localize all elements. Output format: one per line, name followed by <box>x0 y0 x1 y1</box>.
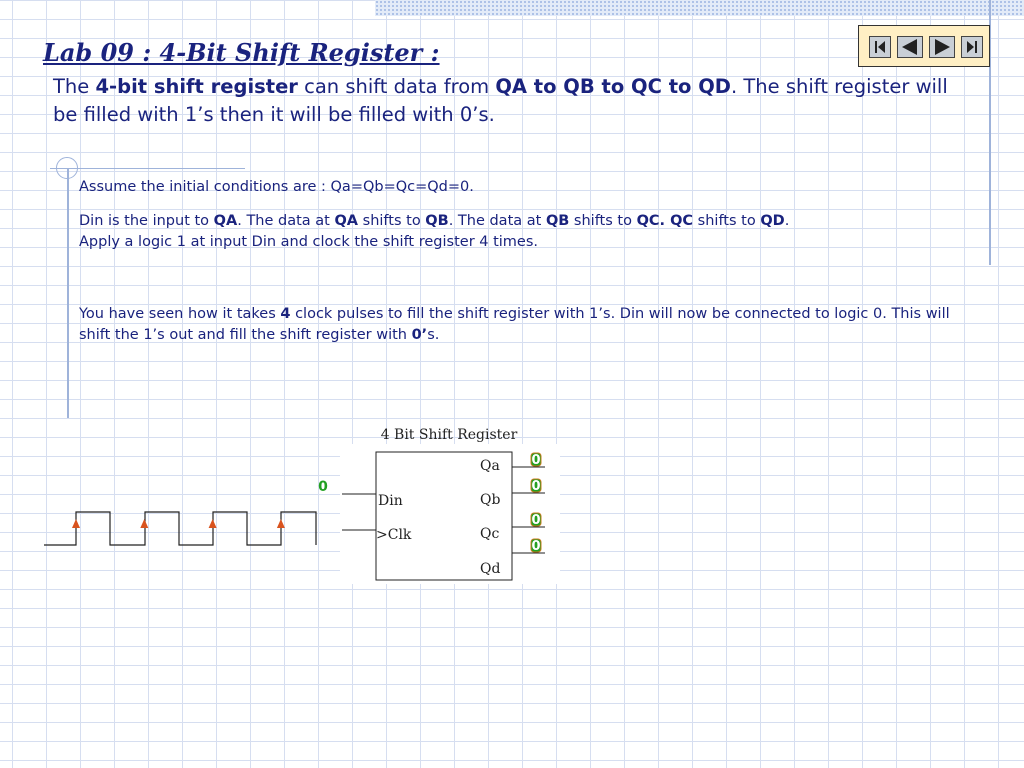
decorative-line-left <box>67 168 69 418</box>
diagram-caption: 4 Bit Shift Register <box>381 427 518 443</box>
first-slide-icon <box>875 41 885 53</box>
instruction-text: Apply a logic 1 at input Din and clock t… <box>79 234 539 250</box>
qa-indicator <box>530 452 542 467</box>
intro-bold-term: 4-bit shift register <box>95 75 298 98</box>
next-slide-icon <box>935 39 950 55</box>
next-slide-button[interactable] <box>929 36 955 58</box>
clock-edge-arrow <box>208 519 217 528</box>
clock-edge-arrows <box>72 519 285 528</box>
qc-indicator <box>530 512 542 527</box>
slide-navigation <box>858 25 990 67</box>
qc-value: 0 <box>531 513 540 528</box>
qa-value: 0 <box>531 453 540 468</box>
decorative-line-horizontal <box>50 168 245 169</box>
clock-edge-arrow <box>276 519 285 528</box>
bold-term: QA <box>334 213 359 229</box>
intro-text-part: The <box>53 75 96 98</box>
bold-term: QD <box>760 213 785 229</box>
text-part: clock pulses to fill the shift register … <box>79 306 950 343</box>
shift-description-text: Din is the input to QA. The data at QA s… <box>79 211 979 232</box>
register-block <box>375 451 513 581</box>
bold-term: 0’ <box>411 327 428 343</box>
slide-title: Lab 09 : 4-Bit Shift Register : <box>43 38 440 67</box>
text-part: shifts to <box>358 213 426 229</box>
intro-text-part: can shift data from <box>297 75 496 98</box>
qd-indicator <box>530 538 542 553</box>
bold-term: QB <box>425 213 449 229</box>
text-part: shifts to <box>693 213 761 229</box>
text-part: shifts to <box>569 213 637 229</box>
din-value: 0 <box>318 479 328 495</box>
last-slide-icon <box>967 41 977 53</box>
qd-value: 0 <box>531 539 540 554</box>
din-label: Din <box>378 493 403 509</box>
clock-edge-arrow <box>72 519 80 528</box>
bold-term: QA <box>213 213 238 229</box>
previous-slide-button[interactable] <box>897 36 923 58</box>
summary-text: You have seen how it takes 4 clock pulse… <box>79 304 969 346</box>
qb-label: Qb <box>480 492 500 508</box>
first-slide-button[interactable] <box>869 36 891 58</box>
text-part: . The data at <box>237 213 335 229</box>
qb-value: 0 <box>531 479 540 494</box>
decorative-line-right <box>989 0 991 265</box>
last-slide-button[interactable] <box>961 36 983 58</box>
bold-term: 4 <box>280 306 291 322</box>
previous-slide-icon <box>902 39 917 55</box>
bold-term: QB <box>545 213 570 229</box>
bold-term: QC. QC <box>636 213 694 229</box>
qb-indicator <box>530 478 542 493</box>
qc-label: Qc <box>480 526 499 542</box>
qd-label: Qd <box>480 561 500 577</box>
clk-label: >Clk <box>376 527 412 543</box>
qa-label: Qa <box>480 458 500 474</box>
clock-waveform <box>44 511 317 546</box>
intro-text: The 4-bit shift register can shift data … <box>53 73 973 129</box>
intro-bold-term: QA to QB to QC to QD <box>495 75 731 98</box>
clock-edge-arrow <box>140 519 149 528</box>
intro-text-part: . The shift register will be filled with… <box>53 75 948 126</box>
initial-conditions-text: Assume the initial conditions are : Qa=Q… <box>79 179 474 195</box>
decorative-circle <box>56 157 78 179</box>
text-part: . The data at <box>448 213 546 229</box>
text-part: s. <box>427 327 440 343</box>
text-part: Din is the input to <box>79 213 214 229</box>
text-part: You have seen how it takes <box>79 306 281 322</box>
top-decorative-band <box>375 0 1024 16</box>
text-part: . <box>784 213 790 229</box>
